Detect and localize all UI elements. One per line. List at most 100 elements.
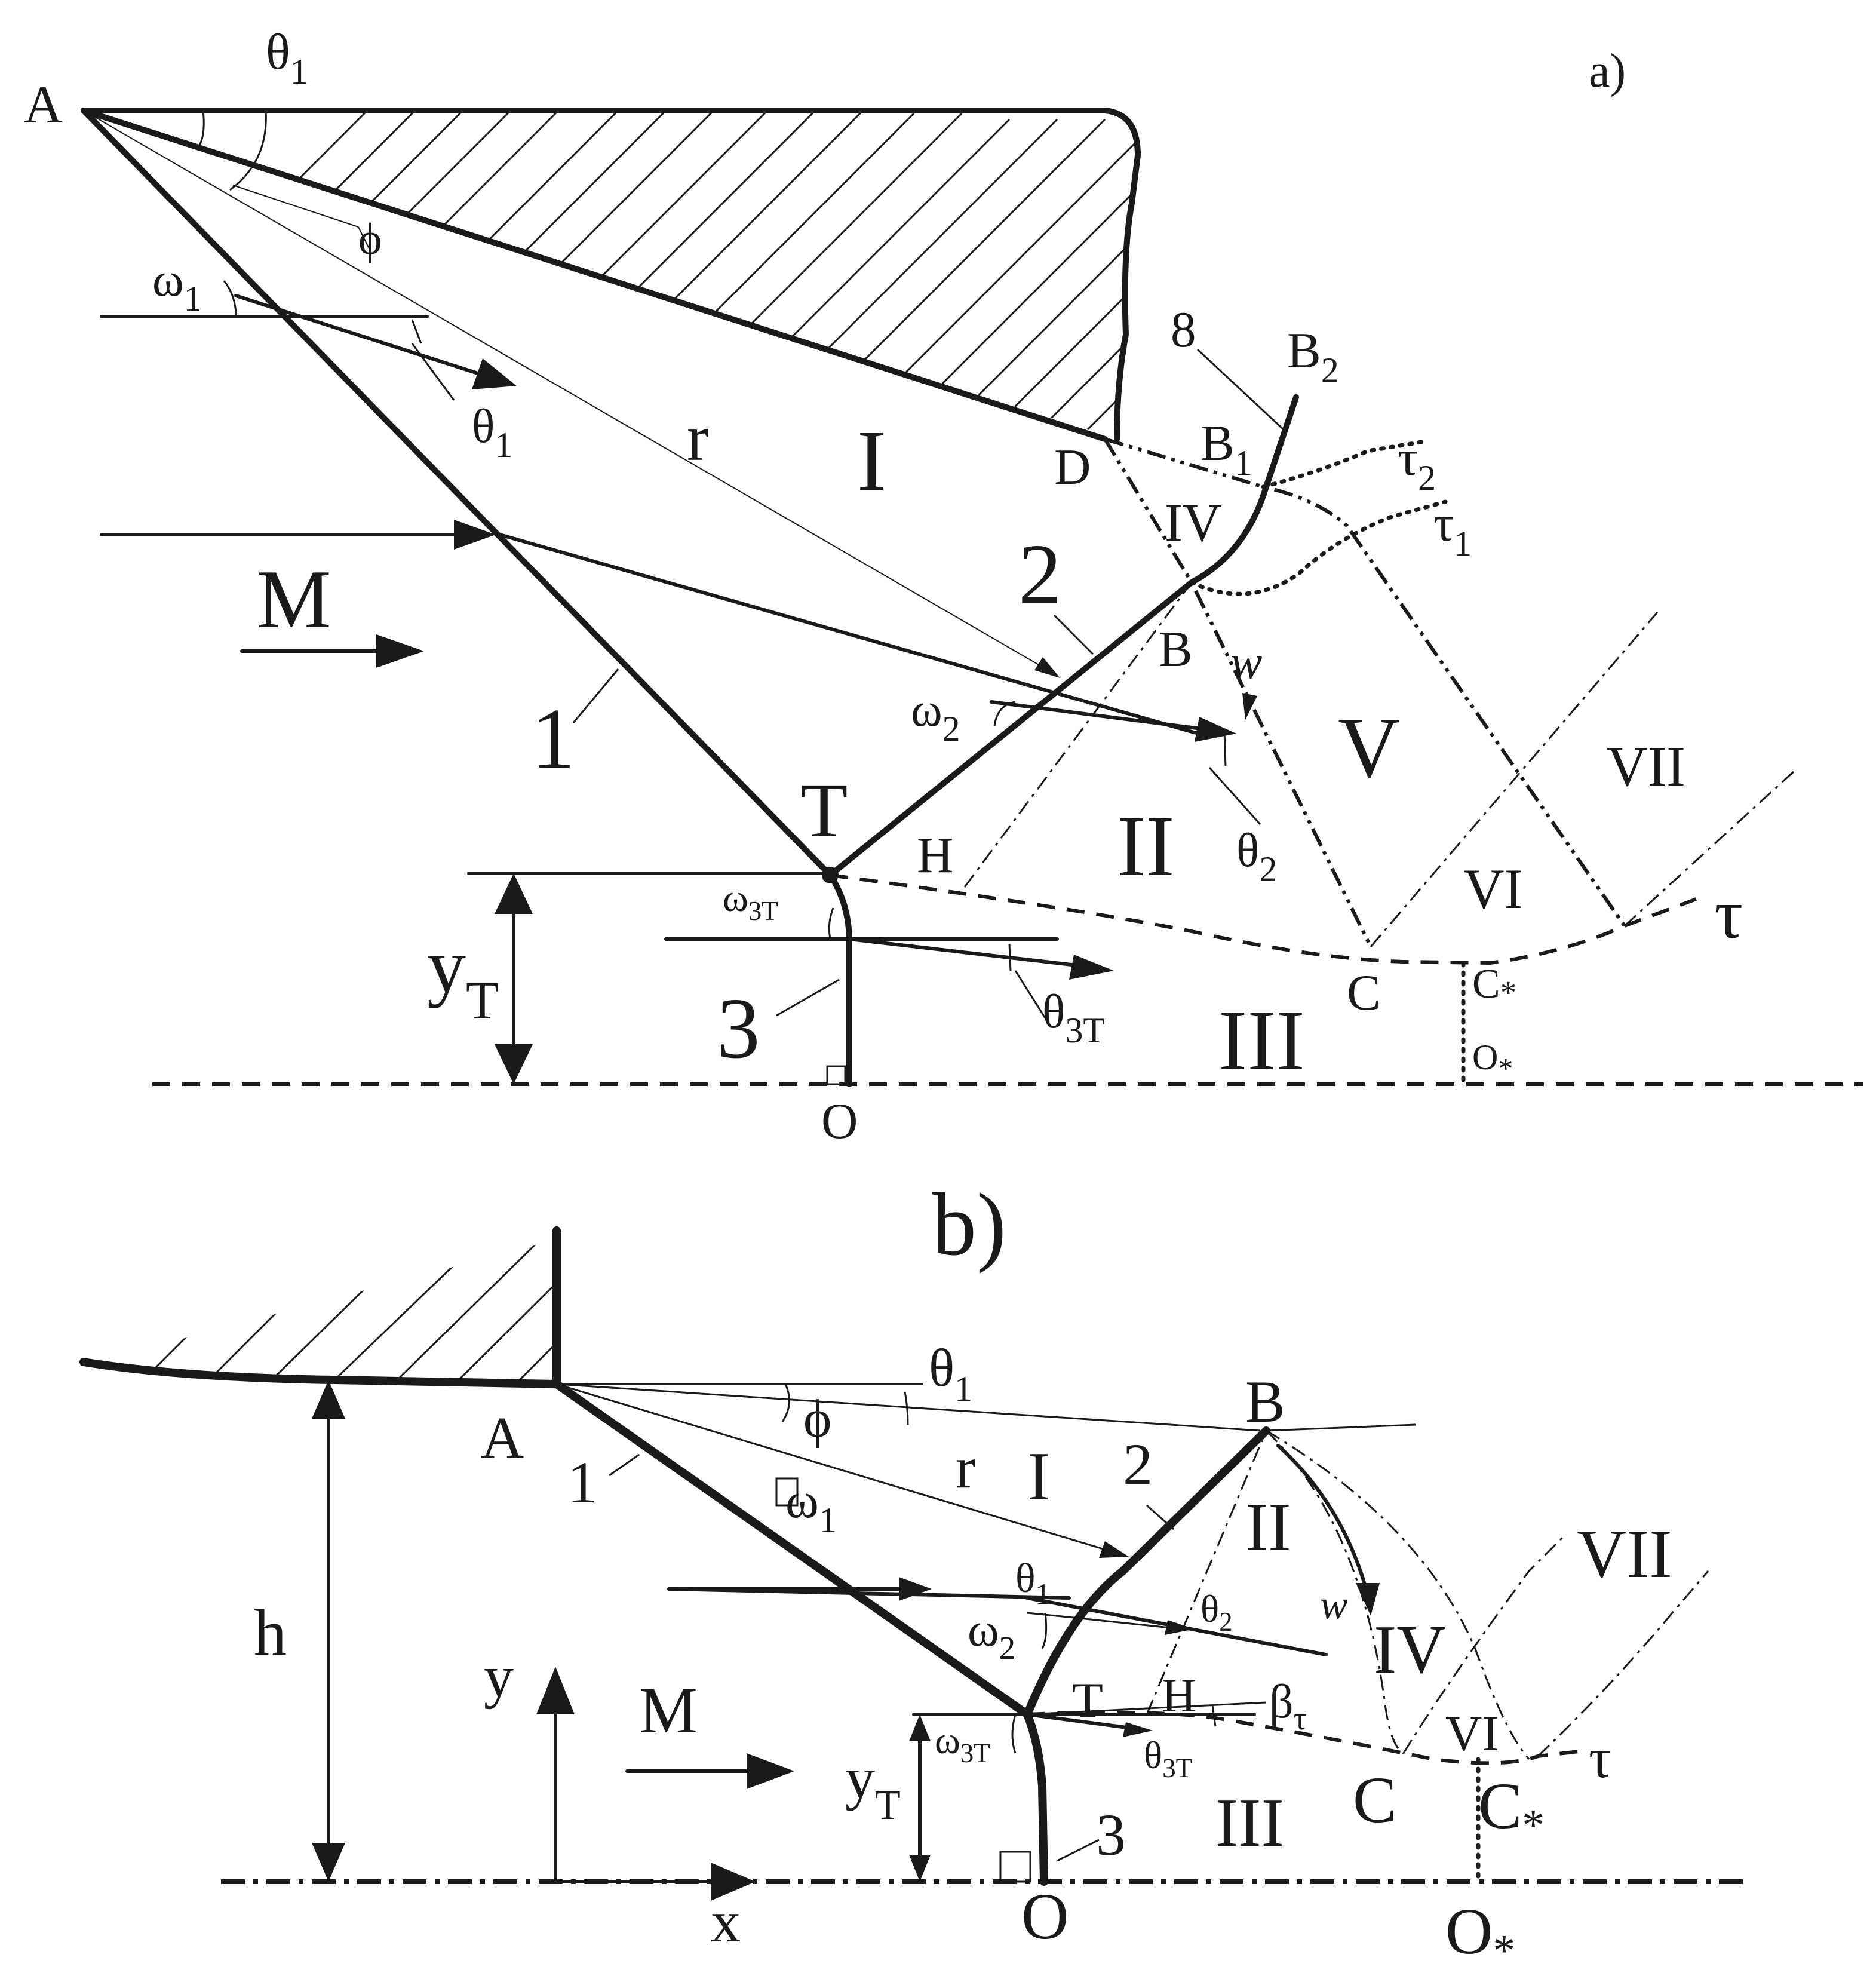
label-shock-2-b: 2 — [1123, 1431, 1153, 1498]
mach-m-b: M — [639, 1674, 698, 1747]
w-b: w — [1320, 1582, 1348, 1628]
omega3t-a: ω3T — [723, 877, 778, 926]
region-iii-a: III — [1218, 993, 1305, 1088]
w-arrow-b — [1276, 1444, 1370, 1597]
label-ray-r-b: r — [956, 1434, 975, 1501]
point-o-a: O — [821, 1093, 858, 1149]
shock-2-b — [1023, 1426, 1270, 1719]
theta1-top-a: θ1 — [266, 24, 308, 91]
region-vii-a: VII — [1607, 735, 1685, 798]
line-vii-outer-b — [1537, 1570, 1709, 1757]
label-line-8-a: 8 — [1171, 302, 1196, 358]
slip-line-tau-a — [830, 873, 1697, 965]
panel-a-tag: a) — [1589, 45, 1626, 97]
ray-r-b — [556, 1383, 1117, 1554]
mach-m-a: M — [257, 553, 331, 646]
leader-line-1-a — [572, 668, 619, 723]
point-ostar-a: O* — [1472, 1038, 1513, 1085]
region-ii-a: II — [1117, 799, 1175, 894]
theta3t-a: θ3T — [1042, 986, 1105, 1050]
point-d-a: D — [1054, 439, 1091, 495]
theta1-a: θ1 — [472, 400, 512, 465]
contact-tau2-a — [1261, 440, 1424, 489]
leader-line-3-a — [776, 978, 840, 1017]
omega3t-b: ω3T — [935, 1719, 990, 1768]
yt-label-b: yT — [845, 1745, 901, 1829]
theta3t-b: θ3T — [1144, 1734, 1192, 1783]
label-ray-r-a: r — [687, 401, 709, 474]
point-t-b: T — [1072, 1673, 1103, 1729]
shock-3-a — [827, 872, 852, 1087]
region-i-a: I — [857, 413, 886, 509]
point-c-b: C — [1353, 1763, 1396, 1836]
axis-y-label: y — [484, 1643, 514, 1710]
axis-x-label: x — [711, 1888, 741, 1955]
region-i-b: I — [1027, 1438, 1050, 1514]
tau-a: τ — [1714, 874, 1743, 953]
phi-b: ϕ — [803, 1389, 831, 1449]
label-shock-3-b: 3 — [1096, 1802, 1126, 1868]
region-iii-b: III — [1215, 1785, 1284, 1861]
shock-2-a — [827, 394, 1299, 878]
shock-1-b — [552, 1380, 1031, 1719]
theta1-top-b: θ1 — [929, 1339, 972, 1409]
panel-a: a) — [24, 24, 1863, 1149]
region-iv-a: IV — [1165, 493, 1221, 553]
leader-line-2-a — [1053, 614, 1094, 655]
point-b1-a: B1 — [1200, 415, 1252, 483]
omega2-a: ω2 — [911, 684, 960, 748]
panel-b-tag: b) — [932, 1175, 1006, 1274]
line-HB-a — [963, 582, 1193, 888]
line-tau-outer-a — [1623, 769, 1796, 927]
point-cstar-a: C* — [1472, 961, 1516, 1011]
omega1-b: ω1 — [785, 1472, 837, 1540]
point-cstar-b: C* — [1478, 1769, 1545, 1850]
panel-b: b) — [79, 1175, 1744, 1975]
leader-line-8-a — [1196, 348, 1285, 431]
label-shock-1-b: 1 — [567, 1449, 597, 1515]
point-a-a: A — [24, 75, 63, 134]
shock-1-a — [81, 108, 833, 878]
point-c-a: C — [1347, 965, 1381, 1021]
line-vii-inner-b — [1402, 1534, 1566, 1754]
tau-b: τ — [1589, 1726, 1611, 1790]
right-angle-mark-a — [826, 1065, 846, 1085]
point-t-a: T — [800, 768, 848, 854]
hatching-a — [238, 111, 1138, 439]
label-shock-2-a: 2 — [1018, 527, 1062, 622]
theta1-b: θ1 — [1015, 1556, 1051, 1610]
region-iv-b: IV — [1374, 1612, 1446, 1688]
label-shock-1-a: 1 — [532, 691, 575, 787]
point-b-b: B — [1245, 1369, 1285, 1435]
contact-tau1-a — [1189, 499, 1448, 596]
ray-r-a — [83, 110, 1052, 673]
point-o-b: O — [1021, 1880, 1069, 1953]
label-shock-3-a: 3 — [717, 981, 760, 1076]
point-b2-a: B2 — [1287, 323, 1339, 390]
wall-b — [79, 1226, 561, 1388]
theta2-b: θ2 — [1200, 1588, 1233, 1637]
line-hb-b — [1146, 1430, 1267, 1715]
slip-line-tau-b — [1027, 1710, 1589, 1765]
omega1-a: ω1 — [152, 254, 202, 318]
point-h-a: H — [917, 827, 953, 883]
region-v-a: V — [1338, 700, 1401, 796]
deflected-streamline-2 — [494, 532, 1208, 738]
phi-a: ϕ — [358, 214, 382, 264]
yt-label-a: yT — [427, 923, 499, 1030]
shock-3-b — [1023, 1710, 1048, 1886]
theta1-ray-b — [556, 1383, 1261, 1432]
point-h-b: H — [1162, 1670, 1196, 1722]
region-vi-b: VI — [1445, 1705, 1499, 1762]
deflected-streamline-1 — [234, 294, 480, 375]
w-a: w — [1230, 636, 1262, 689]
beta-tau-b: βτ — [1269, 1676, 1307, 1737]
tau1-a: τ1 — [1433, 496, 1472, 563]
tau2-a: τ2 — [1398, 430, 1436, 498]
line-C-VII-a — [1370, 612, 1659, 947]
wedge-body-a — [81, 108, 1141, 442]
omega2-b: ω2 — [968, 1604, 1015, 1666]
wave-bc-b — [1265, 1429, 1404, 1754]
theta2-a: θ2 — [1236, 824, 1277, 889]
